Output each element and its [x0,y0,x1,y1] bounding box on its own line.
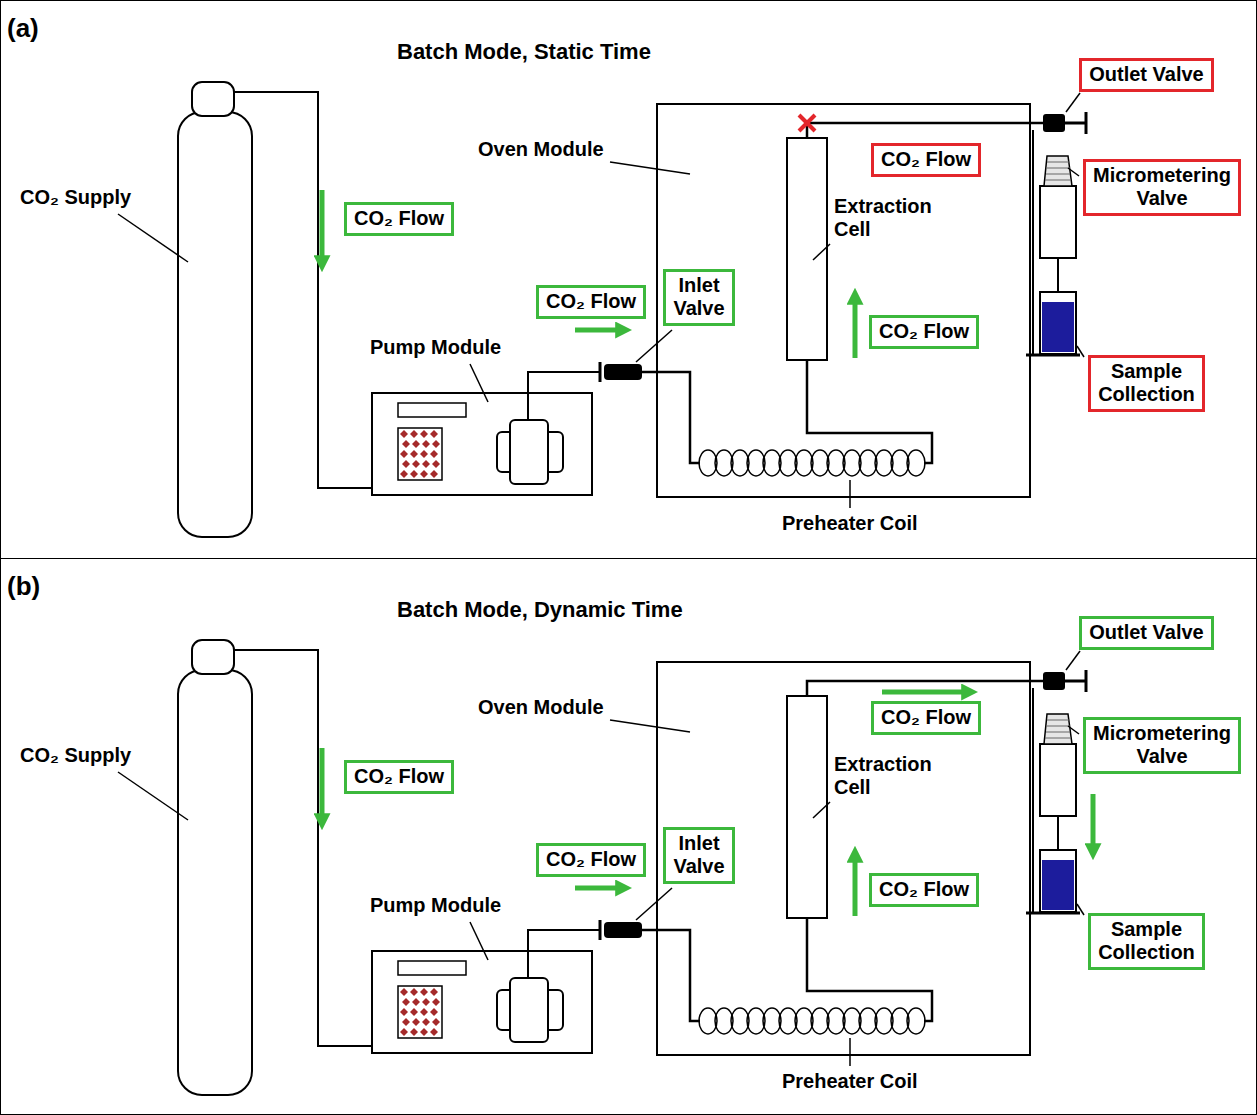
part-label-text: Extraction Cell [834,753,932,799]
box-text: Micrometering Valve [1093,164,1231,210]
closed-outlet-mark-part [799,115,815,131]
box-text: Inlet Valve [673,274,724,320]
label-box: CO₂ Flow [536,843,646,877]
part-label: Preheater Coil [782,512,918,535]
box-text: Sample Collection [1098,360,1195,406]
box-text: CO₂ Flow [354,765,444,788]
part-label: CO₂ Supply [20,186,131,209]
label-box: CO₂ Flow [869,315,979,349]
label-box: Sample Collection [1088,913,1205,970]
part-label: Oven Module [478,138,604,161]
label-box: Micrometering Valve [1083,717,1241,774]
label-box: Sample Collection [1088,355,1205,412]
panel-title: Batch Mode, Static Time [397,39,651,65]
figure-panel: (a) Batch Mode, Static TimeOutlet ValveCO… [0,0,1257,559]
box-text: CO₂ Flow [354,207,444,230]
part-label: Oven Module [478,696,604,719]
flow-arrows-part [853,856,858,916]
panel-a-drawing [118,82,1086,537]
closed-outlet-mark-part [799,115,815,131]
flow-arrows-part [320,748,325,820]
part-label-text: Pump Module [370,336,501,359]
label-box: Outlet Valve [1079,616,1214,650]
label-box: CO₂ Flow [344,202,454,236]
label-box: CO₂ Flow [869,873,979,907]
box-text: CO₂ Flow [546,290,636,313]
part-label: CO₂ Supply [20,744,131,767]
part-label: Extraction Cell [834,753,932,799]
label-box: CO₂ Flow [871,143,981,177]
panel-b-drawing [118,640,1093,1095]
box-text: CO₂ Flow [881,706,971,729]
flow-arrows-part [575,886,622,891]
label-box: Inlet Valve [663,827,735,884]
flow-arrows-part [882,690,968,695]
figure-panel: (b) Batch Mode, Dynamic TimeOutlet ValveC… [0,558,1257,1115]
part-label-text: Preheater Coil [782,1070,918,1093]
label-box: CO₂ Flow [871,701,981,735]
box-text: Outlet Valve [1089,63,1204,86]
label-box: CO₂ Flow [536,285,646,319]
label-box: Micrometering Valve [1083,159,1241,216]
flow-arrows-part [320,190,325,262]
label-box: CO₂ Flow [344,760,454,794]
apparatus-copy [118,82,1086,537]
box-text: CO₂ Flow [546,848,636,871]
part-label-text: Oven Module [478,138,604,161]
part-label: Pump Module [370,894,501,917]
box-text: Micrometering Valve [1093,722,1231,768]
label-box: Inlet Valve [663,269,735,326]
flow-arrows-part [1091,794,1096,850]
part-label-text: Oven Module [478,696,604,719]
box-text: CO₂ Flow [879,320,969,343]
part-label: Preheater Coil [782,1070,918,1093]
part-label-text: CO₂ Supply [20,186,131,209]
flow-arrows-part [853,298,858,358]
part-label-text: CO₂ Supply [20,744,131,767]
flow-arrows [322,190,855,358]
flow-arrows [322,692,1093,916]
label-box: Outlet Valve [1079,58,1214,92]
box-text: Outlet Valve [1089,621,1204,644]
box-text: Sample Collection [1098,918,1195,964]
box-text: Inlet Valve [673,832,724,878]
apparatus-copy [118,640,1086,1095]
part-label-text: Preheater Coil [782,512,918,535]
closed-outlet-mark [799,115,815,131]
part-label: Pump Module [370,336,501,359]
part-label: Extraction Cell [834,195,932,241]
box-text: CO₂ Flow [879,878,969,901]
box-text: CO₂ Flow [881,148,971,171]
panel-title: Batch Mode, Dynamic Time [397,597,683,623]
part-label-text: Pump Module [370,894,501,917]
panel-letter: (a) [7,13,39,44]
panel-letter: (b) [7,571,40,602]
flow-arrows-part [575,328,622,333]
part-label-text: Extraction Cell [834,195,932,241]
